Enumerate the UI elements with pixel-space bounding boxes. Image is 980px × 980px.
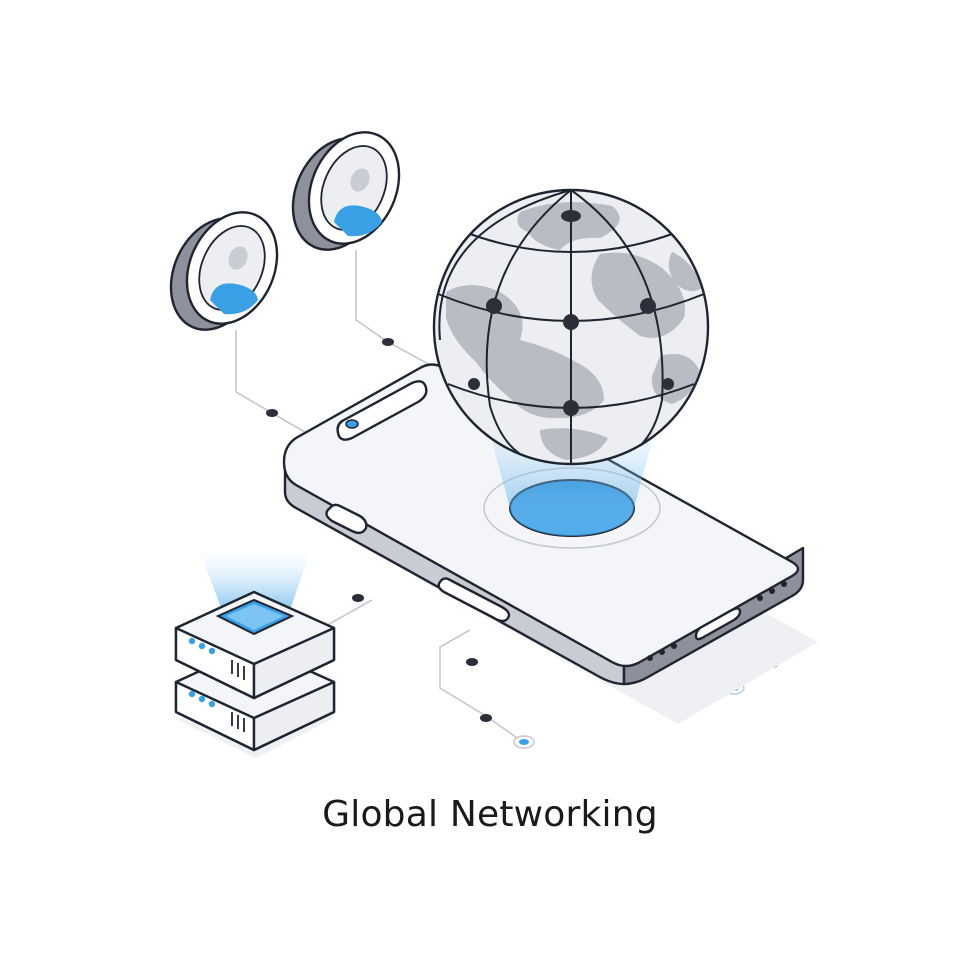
page-title: Global Networking — [322, 794, 658, 835]
user-avatar-coin-icon — [291, 131, 401, 251]
globe-network-icon — [432, 188, 710, 466]
user-avatar-coin-icon — [169, 211, 279, 331]
server-rack-icon — [174, 552, 336, 758]
